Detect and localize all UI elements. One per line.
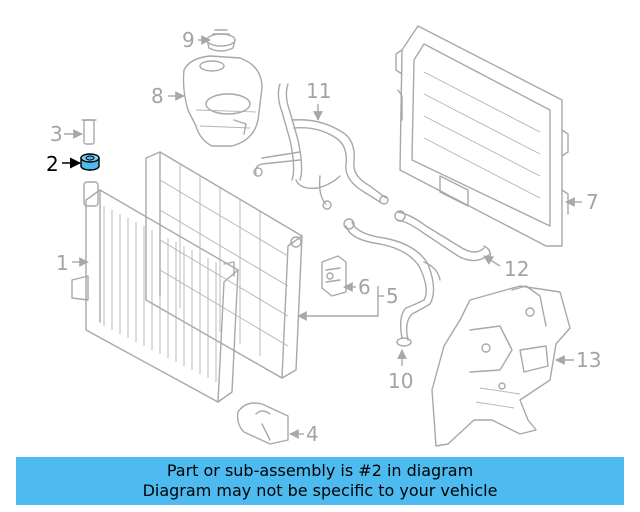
- part-3-fitting: [81, 119, 97, 145]
- part-4-mount: [236, 402, 289, 445]
- part-5-10-hoses: [343, 218, 441, 347]
- callout-1: 1: [56, 251, 69, 275]
- callout-13: 13: [576, 348, 601, 372]
- callout-8: 8: [151, 84, 164, 108]
- part-12-lower-hose: [394, 210, 492, 262]
- callout-labels: 9 8 3 2 1 11 7 12 6 5 10 4 13: [46, 28, 601, 446]
- banner-line-2: Diagram may not be specific to your vehi…: [142, 481, 498, 500]
- callout-9: 9: [182, 28, 195, 52]
- callout-11: 11: [306, 79, 331, 103]
- part-1-radiator: [71, 181, 239, 403]
- leader-lines: [62, 35, 582, 439]
- callout-12: 12: [504, 257, 529, 281]
- banner-line-1: Part or sub-assembly is #2 in diagram: [166, 461, 474, 480]
- callout-7: 7: [586, 190, 599, 214]
- callout-3: 3: [50, 122, 63, 146]
- parts-diagram: 9 8 3 2 1 11 7 12 6 5 10 4 13: [46, 25, 601, 447]
- part-6-bracket: [321, 255, 347, 297]
- callout-6: 6: [358, 275, 371, 299]
- part-9-reservoir-cap: [206, 29, 236, 52]
- info-banner: Part or sub-assembly is #2 in diagram Di…: [16, 457, 624, 505]
- callout-4: 4: [306, 422, 319, 446]
- part-7-radiator-frame: [395, 25, 569, 247]
- part-11-upper-hose: [253, 83, 389, 210]
- callout-5: 5: [386, 284, 399, 308]
- part-8-expansion-tank: [182, 55, 263, 147]
- part-13-carrier: [431, 285, 571, 447]
- callout-2-highlighted: 2: [46, 152, 59, 176]
- part-2-highlighted: [80, 153, 100, 171]
- callout-10: 10: [388, 369, 413, 393]
- condenser-frame: [145, 151, 303, 379]
